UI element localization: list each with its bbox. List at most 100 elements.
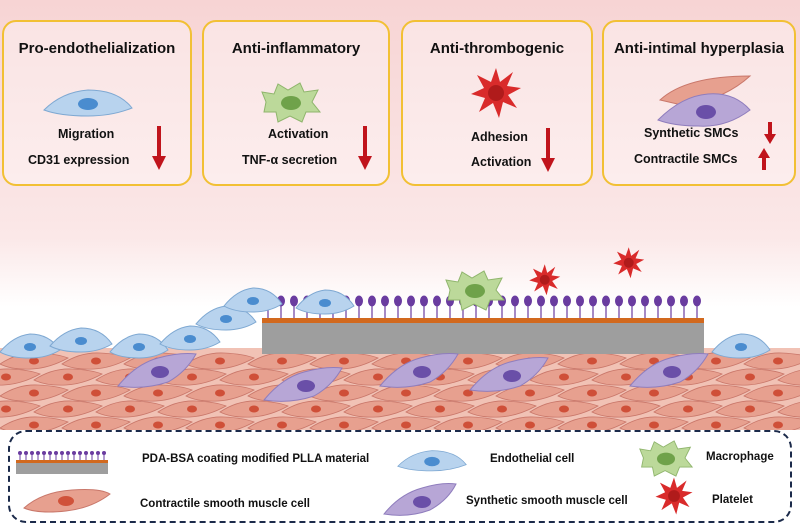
panel-line: Adhesion — [471, 130, 528, 144]
contractile-smc-cell — [185, 416, 255, 430]
panel-title: Anti-inflammatory — [231, 40, 361, 57]
endothelial-cells — [0, 287, 771, 359]
legend-coating-label: PDA-BSA coating modified PLLA material — [142, 453, 370, 465]
endothelial-cell — [223, 287, 283, 313]
synthetic-smc-cell — [469, 357, 549, 392]
contractile-smc-cell — [281, 400, 351, 418]
endothelial-cell — [109, 333, 169, 359]
contractile-smc-cell — [495, 416, 565, 430]
contractile-smc-cell — [619, 416, 689, 430]
legend-synthetic-label: Synthetic smooth muscle cell — [466, 495, 628, 507]
contractile-smc-cell — [95, 400, 165, 418]
platelet-icon — [529, 264, 561, 296]
endothelial-cell-icon — [397, 450, 467, 472]
contractile-smc-cell — [0, 400, 41, 418]
contractile-smc-cell — [467, 400, 537, 418]
platelet-icon — [471, 68, 521, 118]
contractile-smc-cell — [433, 416, 503, 430]
macrophage-icon — [639, 440, 694, 477]
panel-line: Synthetic SMCs — [644, 126, 739, 140]
decrease-arrow-icon — [764, 122, 776, 144]
panel-title: Pro-endothelialization — [18, 40, 176, 57]
panel-line: Contractile SMCs — [634, 152, 738, 166]
pda-bsa-layer — [262, 318, 704, 323]
legend-platelet-label: Platelet — [712, 494, 753, 506]
synthetic-smc-icon — [383, 483, 457, 516]
contractile-smc-cell — [371, 416, 441, 430]
contractile-smc-icon — [23, 489, 111, 513]
contractile-smc-cell — [557, 384, 627, 402]
coated-material — [262, 318, 704, 354]
panel-title: Anti-thrombogenic — [429, 40, 565, 57]
synthetic-smc-cells — [117, 353, 709, 402]
contractile-smc-cell — [743, 352, 800, 370]
macrophage-icon — [445, 270, 506, 311]
panel-line: Migration — [58, 127, 115, 141]
contractile-smc-cell — [743, 384, 800, 402]
legend: PDA-BSA coating modified PLLA material E… — [8, 430, 792, 523]
contractile-smc-cell — [715, 400, 785, 418]
contractile-smc-cell — [777, 401, 800, 418]
contractile-smc-cell — [33, 368, 103, 386]
contractile-smc-cell — [777, 369, 800, 386]
panel-anti-inflammatory: Anti-inflammatory Activation TNF-α secre… — [202, 20, 390, 186]
contractile-smc-cell — [529, 368, 599, 386]
contractile-smc-cell — [681, 416, 751, 430]
panel-line: Activation — [268, 127, 329, 141]
contractile-smc-cell — [0, 384, 69, 402]
contractile-smc-cell — [619, 384, 689, 402]
coating-material-icon — [16, 451, 108, 474]
contractile-smc-cell — [309, 384, 379, 402]
contractile-smc-cell — [185, 352, 255, 370]
decrease-arrow-icon — [358, 126, 372, 170]
contractile-smc-cell — [123, 416, 193, 430]
contractile-smc-cell — [371, 384, 441, 402]
contractile-smc-cell — [61, 384, 131, 402]
decrease-arrow-icon — [152, 126, 166, 170]
smooth-muscle-cells-icon — [657, 75, 752, 127]
legend-endothelial-label: Endothelial cell — [490, 453, 575, 465]
synthetic-smc-cell — [379, 353, 459, 388]
synthetic-smc-cell — [263, 367, 343, 402]
plla-material — [262, 322, 704, 354]
synthetic-smc-cell — [117, 353, 197, 388]
endothelial-cell — [195, 305, 257, 331]
contractile-smc-cell — [309, 416, 379, 430]
legend-contractile-label: Contractile smooth muscle cell — [140, 498, 310, 510]
vessel-wall-scene — [0, 247, 800, 430]
contractile-smc-cell — [33, 400, 103, 418]
legend-macrophage-label: Macrophage — [706, 451, 774, 463]
platelet-icon — [613, 247, 645, 279]
contractile-smc-cell — [185, 384, 255, 402]
endothelial-cell — [159, 325, 221, 351]
increase-arrow-icon — [758, 148, 770, 170]
endothelial-cell — [295, 289, 355, 315]
contractile-smc-cell — [343, 400, 413, 418]
panel-anti-intimal-hyperplasia: Anti-intimal hyperplasia Synthetic SMCs … — [602, 20, 796, 186]
contractile-smc-cell — [219, 400, 289, 418]
contractile-smc-cell — [61, 416, 131, 430]
endothelial-cell — [49, 327, 113, 353]
contractile-smc-cell — [681, 384, 751, 402]
contractile-smc-cell — [157, 400, 227, 418]
panel-anti-thrombogenic: Anti-thrombogenic Adhesion Activation — [401, 20, 593, 186]
panel-pro-endothelialization: Pro-endothelialization Migration CD31 ex… — [2, 20, 192, 186]
contractile-smc-cell — [0, 368, 41, 386]
contractile-smc-cell — [0, 416, 69, 430]
contractile-smc-cell — [405, 400, 475, 418]
contractile-smc-cell — [495, 384, 565, 402]
contractile-smc-cell — [743, 416, 800, 430]
contractile-smc-cell — [653, 400, 723, 418]
panel-line: Activation — [471, 155, 532, 169]
platelet-icon — [655, 477, 693, 515]
endothelial-cell-icon — [43, 89, 133, 117]
contractile-smc-cell — [247, 416, 317, 430]
panel-line: CD31 expression — [28, 153, 130, 167]
contractile-smc-cell — [219, 368, 289, 386]
panel-title: Anti-intimal hyperplasia — [613, 40, 785, 57]
endothelial-cell — [711, 333, 771, 359]
contractile-smc-cell — [529, 400, 599, 418]
contractile-smc-cell — [557, 416, 627, 430]
decrease-arrow-icon — [541, 128, 555, 172]
